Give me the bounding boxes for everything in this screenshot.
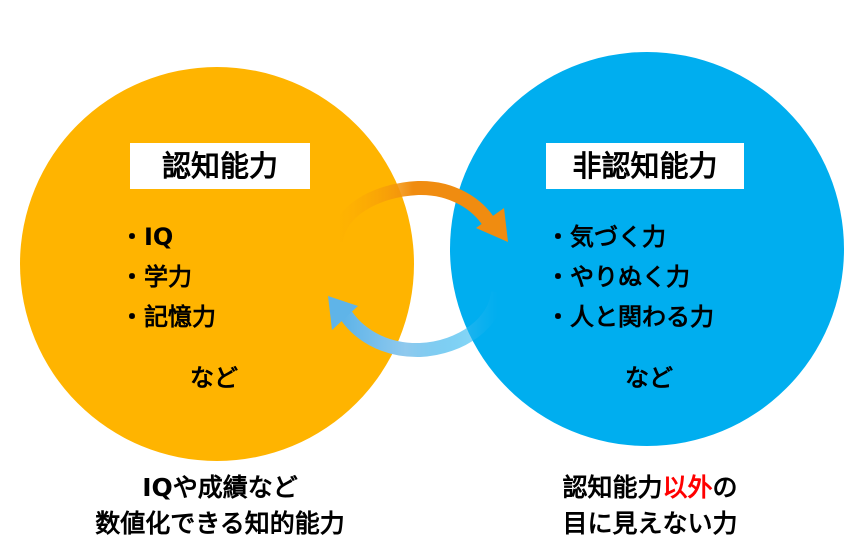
list-item-label: 気づく力: [570, 223, 666, 251]
non-cognitive-title: 非認知能力: [546, 143, 744, 189]
bullet: ・: [120, 223, 144, 251]
non-cognitive-caption: 認知能力以外の 目に見えない力: [470, 470, 830, 542]
list-item: ・気づく力: [546, 217, 714, 257]
cognitive-caption: IQや成績など 数値化できる知的能力: [40, 470, 400, 542]
cognitive-etc: など: [190, 364, 238, 392]
list-item-label: 人と関わる力: [570, 303, 714, 331]
bullet: ・: [546, 263, 570, 291]
bullet: ・: [546, 223, 570, 251]
caption-accent: 以外: [662, 473, 713, 502]
caption-suffix: の: [712, 473, 738, 502]
list-item-label: IQ: [144, 223, 174, 251]
cognitive-title: 認知能力: [130, 143, 310, 189]
caption-prefix: 認知能力: [562, 473, 663, 502]
list-item: ・学力: [120, 257, 216, 297]
non-cognitive-circle: [450, 52, 844, 446]
non-cognitive-caption-line2: 目に見えない力: [562, 509, 738, 538]
bullet: ・: [546, 303, 570, 331]
cognitive-circle: [20, 67, 414, 461]
non-cognitive-etc: など: [625, 364, 673, 392]
cognitive-list: ・IQ ・学力 ・記憶力: [120, 217, 216, 337]
non-cognitive-caption-line1: 認知能力以外の: [470, 470, 830, 506]
bullet: ・: [120, 303, 144, 331]
list-item-label: 学力: [144, 263, 192, 291]
list-item: ・やりぬく力: [546, 257, 714, 297]
list-item: ・人と関わる力: [546, 297, 714, 337]
list-item: ・IQ: [120, 217, 216, 257]
non-cognitive-list: ・気づく力 ・やりぬく力 ・人と関わる力: [546, 217, 714, 337]
list-item-label: 記憶力: [144, 303, 216, 331]
cognitive-caption-line2: 数値化できる知的能力: [95, 509, 345, 538]
bullet: ・: [120, 263, 144, 291]
list-item-label: やりぬく力: [570, 263, 690, 291]
cognitive-caption-line1: IQや成績など: [142, 473, 298, 502]
list-item: ・記憶力: [120, 297, 216, 337]
